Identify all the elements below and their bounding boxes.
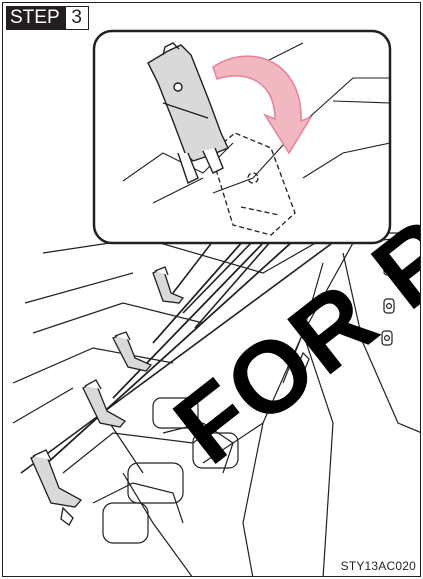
seat-outline [13,233,421,577]
seat-latches [31,267,183,525]
step-number: 3 [65,6,89,30]
figure-code: STY13AC020 [341,559,416,573]
seat-latch-illustration [3,3,421,577]
seat-latch-2 [113,332,151,371]
seat-latch-4 [31,450,81,525]
seat-latch-3 [83,380,125,427]
step-label: STEP [6,6,65,30]
step-indicator: STEP 3 [6,6,89,30]
callout-leaders [21,241,335,473]
